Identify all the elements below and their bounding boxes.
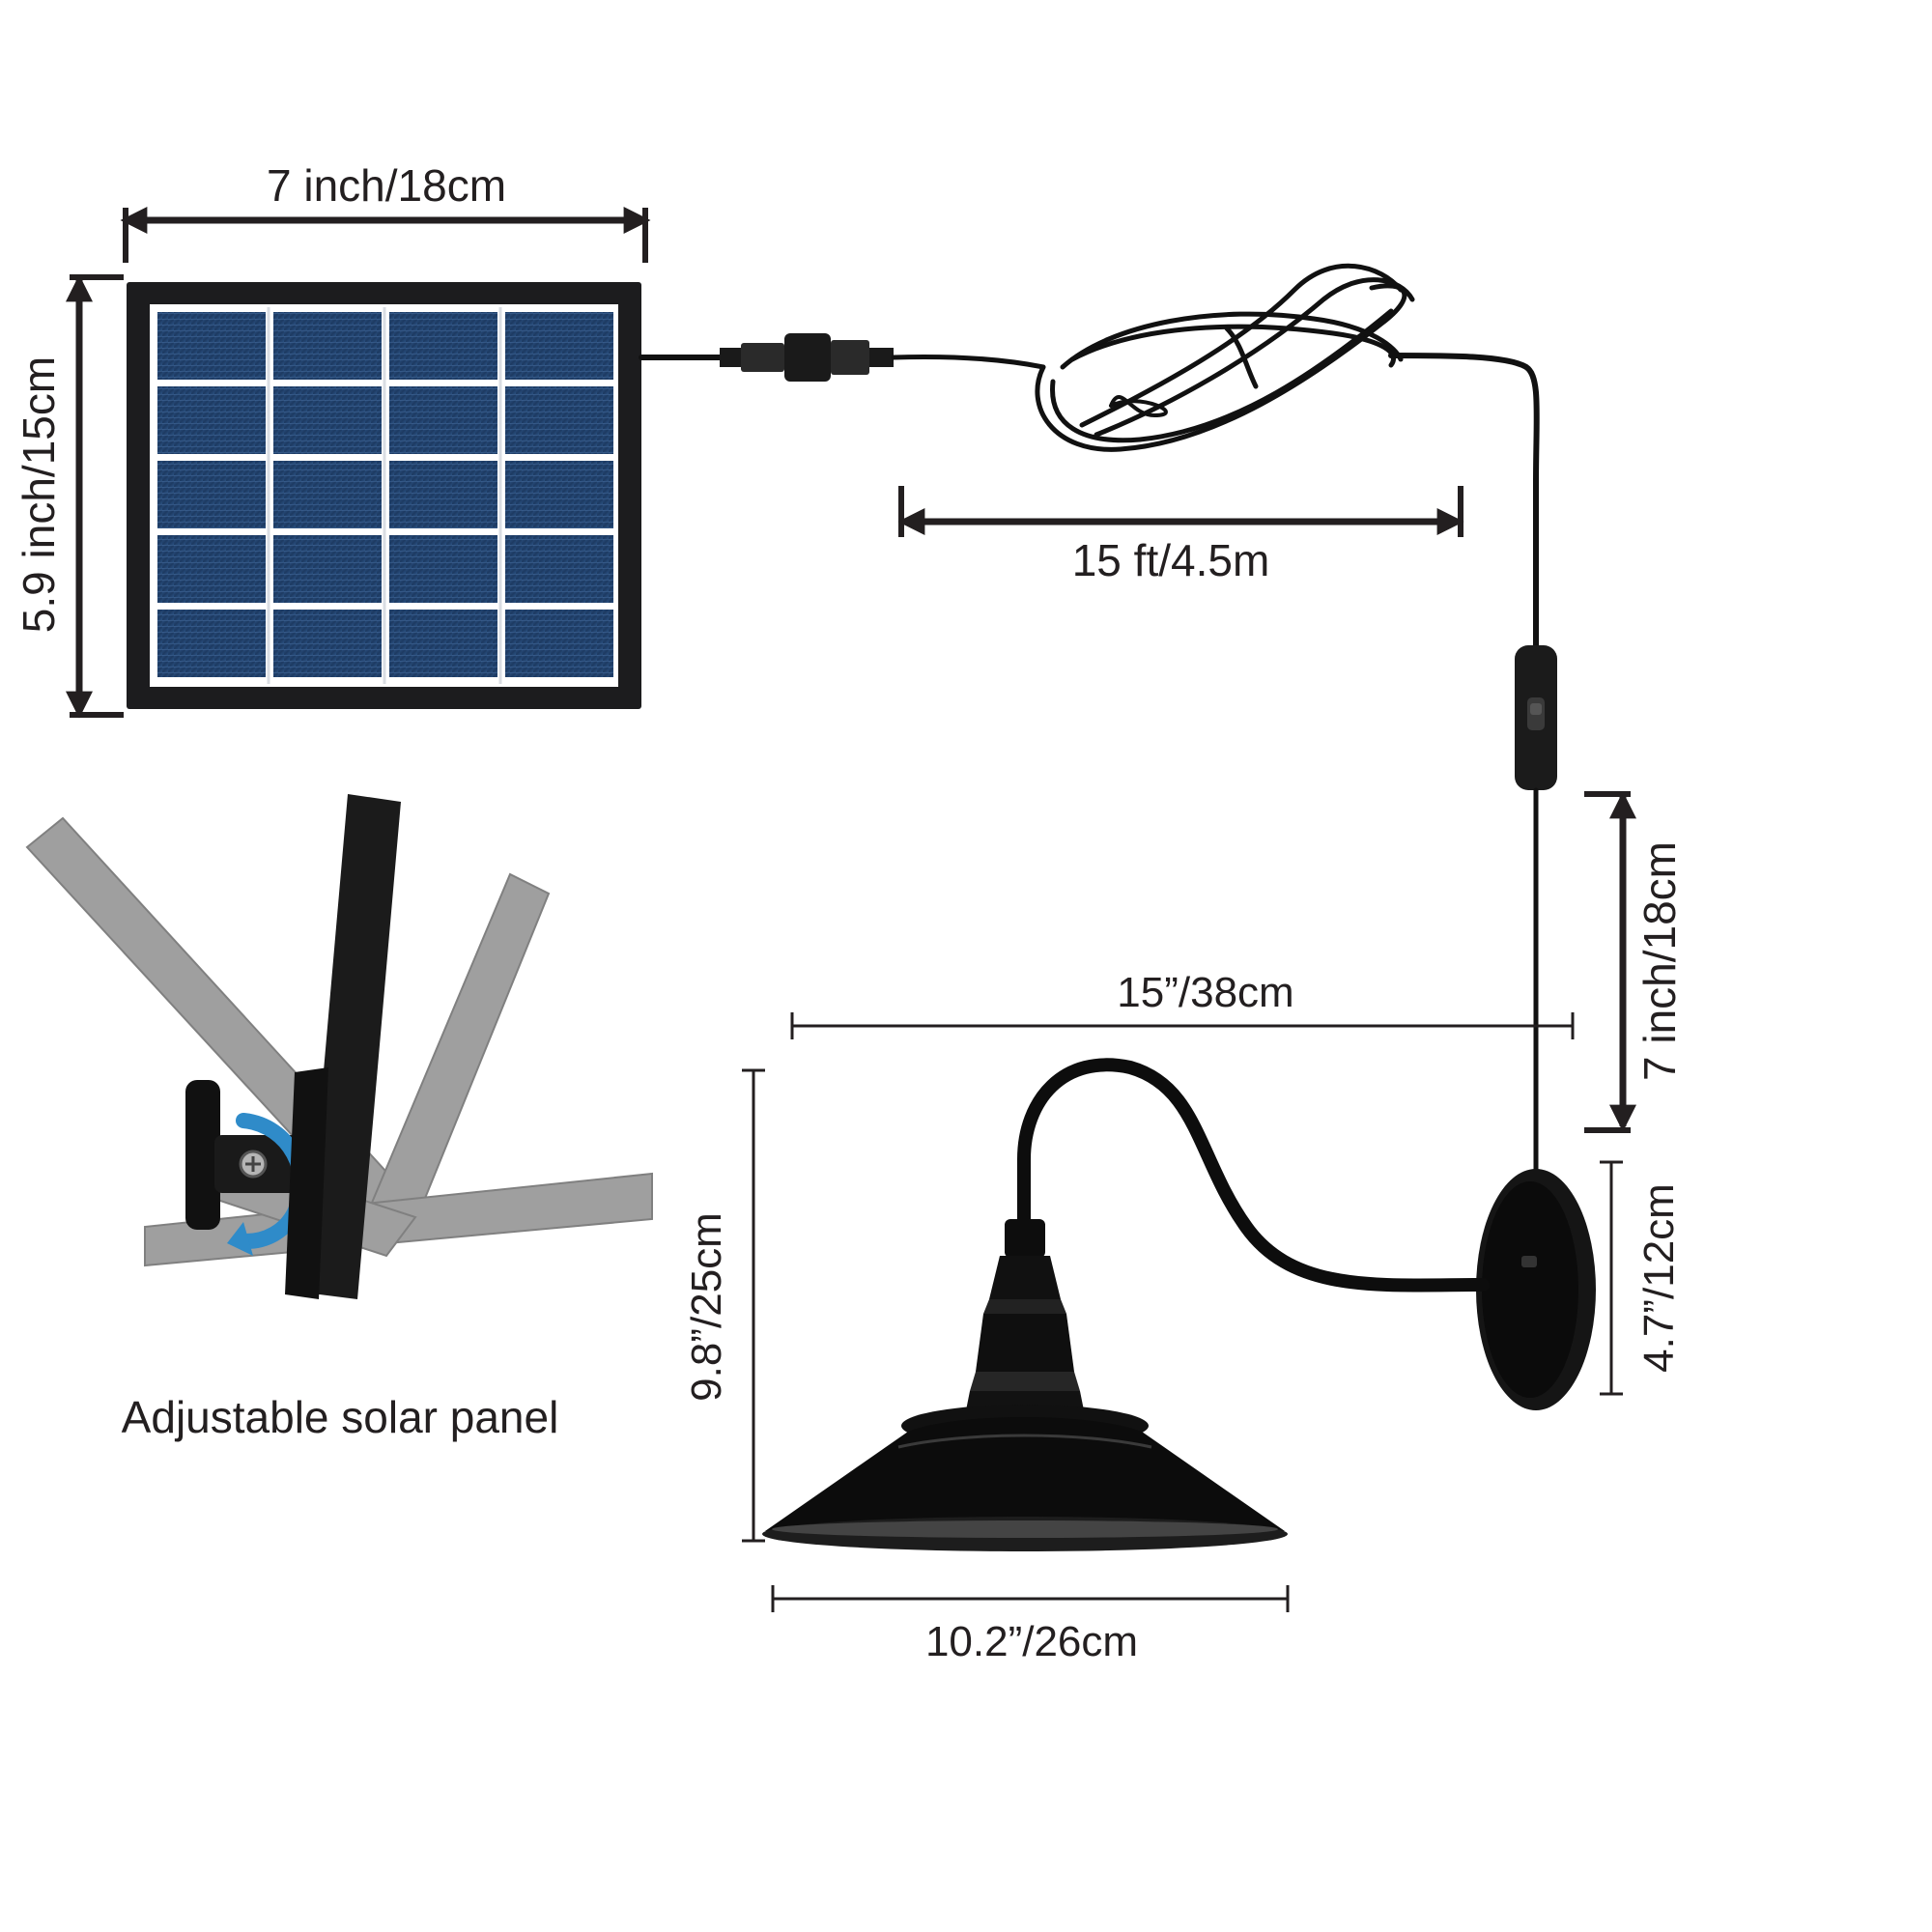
shade-width-label: 10.2”/26cm bbox=[924, 1618, 1139, 1665]
panel-height-label: 5.9 inch/15cm bbox=[14, 355, 64, 634]
solar-cell bbox=[505, 312, 613, 380]
cable bbox=[639, 263, 1557, 1172]
solar-cell bbox=[389, 535, 497, 603]
solar-cell bbox=[273, 386, 382, 454]
solar-panel bbox=[127, 282, 641, 709]
solar-cell bbox=[157, 312, 266, 380]
solar-cell bbox=[157, 610, 266, 677]
arm-length-label: 15”/38cm bbox=[1117, 969, 1294, 1016]
solar-cell bbox=[273, 461, 382, 528]
solar-cell bbox=[389, 312, 497, 380]
solar-cell-grid bbox=[157, 307, 613, 684]
solar-cell bbox=[389, 610, 497, 677]
switch-distance-dimension bbox=[1584, 791, 1636, 1133]
solar-cell bbox=[157, 535, 266, 603]
lamp-height-label: 9.8”/25cm bbox=[683, 1212, 730, 1402]
solar-cell bbox=[505, 535, 613, 603]
solar-cell bbox=[505, 386, 613, 454]
cable-length-dimension bbox=[897, 486, 1464, 537]
switch-distance-label: 7 inch/18cm bbox=[1634, 840, 1685, 1082]
base-height-label: 4.7”/12cm bbox=[1635, 1183, 1683, 1373]
adjustable-caption: Adjustable solar panel bbox=[121, 1392, 559, 1442]
arm-length-dimension bbox=[790, 1012, 1575, 1039]
adjustable-panel-illustration bbox=[25, 794, 653, 1299]
panel-width-dimension bbox=[120, 207, 651, 263]
solar-cell bbox=[273, 312, 382, 380]
solar-cell bbox=[389, 386, 497, 454]
solar-cell bbox=[157, 461, 266, 528]
panel-height-dimension bbox=[66, 274, 124, 719]
solar-cell bbox=[389, 461, 497, 528]
base-height-dimension bbox=[1600, 1160, 1623, 1396]
cable-length-label: 15 ft/4.5m bbox=[1071, 535, 1270, 585]
solar-cell bbox=[505, 461, 613, 528]
shade-width-dimension bbox=[771, 1585, 1290, 1612]
solar-cell bbox=[505, 610, 613, 677]
lamp-height-dimension bbox=[742, 1068, 765, 1543]
solar-cell bbox=[273, 535, 382, 603]
solar-cell bbox=[157, 386, 266, 454]
panel-width-label: 7 inch/18cm bbox=[266, 160, 507, 211]
gooseneck-lamp bbox=[762, 1058, 1596, 1551]
solar-cell bbox=[273, 610, 382, 677]
